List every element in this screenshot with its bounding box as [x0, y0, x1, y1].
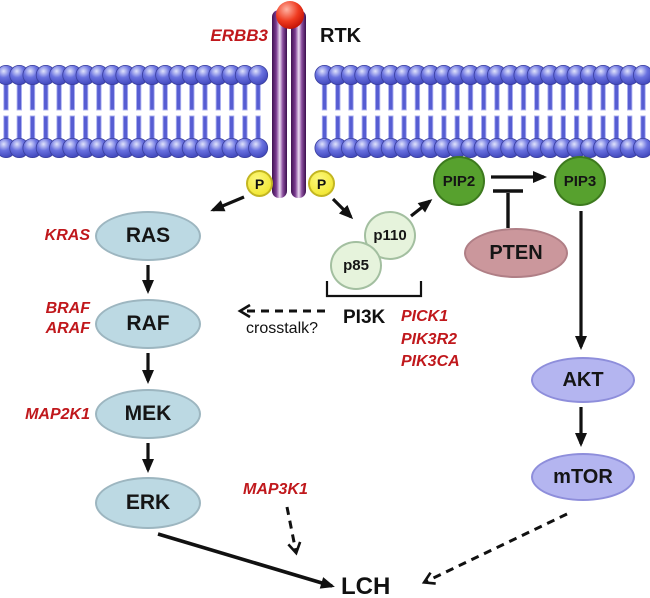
arrow-pi3k-to-pip2	[410, 199, 433, 218]
rtk-transmembrane-bar-right	[291, 10, 306, 198]
arrow-rtk-to-pi3k	[331, 197, 354, 220]
node-mtor: mTOR	[531, 453, 635, 501]
node-p85-subunit: p85	[330, 241, 382, 290]
node-ras: RAS	[95, 211, 201, 261]
gene-label-kras: KRAS	[44, 227, 90, 244]
crosstalk-label: crosstalk?	[246, 320, 319, 337]
gene-label-pick1: PICK1	[401, 308, 449, 325]
arrow-erk-to-lch	[157, 532, 335, 589]
arrow-rtk-to-ras	[210, 195, 245, 212]
node-pip3: PIP3	[554, 156, 606, 206]
phospho-site-left: P	[246, 170, 273, 197]
gene-label-pik3r2: PIK3R2	[401, 331, 458, 348]
pi3k-complex-label: PI3K	[343, 307, 386, 328]
node-p110-subunit: p110	[364, 211, 416, 260]
dashed-arrow-map3k1-to-lch	[285, 506, 302, 556]
node-pip2: PIP2	[433, 156, 485, 206]
node-akt: AKT	[531, 357, 635, 403]
gene-label-map3k1: MAP3K1	[243, 481, 308, 498]
node-erk: ERK	[95, 477, 201, 529]
dashed-arrow-mtor-to-lch	[421, 512, 568, 585]
gene-label-map2k1: MAP2K1	[25, 406, 90, 423]
outcome-label-lch: LCH	[341, 573, 391, 598]
phospho-site-right: P	[308, 170, 335, 197]
gene-label-braf: BRAF	[45, 300, 90, 317]
gene-label-erbb3: ERBB3	[210, 26, 268, 45]
receptor-head-icon	[276, 1, 304, 29]
gene-label-araf: ARAF	[45, 320, 90, 337]
node-raf: RAF	[95, 299, 201, 349]
rtk-transmembrane-bar-left	[272, 10, 287, 198]
node-pten: PTEN	[464, 228, 568, 278]
node-mek: MEK	[95, 389, 201, 439]
gene-label-pik3ca: PIK3CA	[401, 353, 460, 370]
receptor-label-rtk: RTK	[320, 25, 362, 47]
